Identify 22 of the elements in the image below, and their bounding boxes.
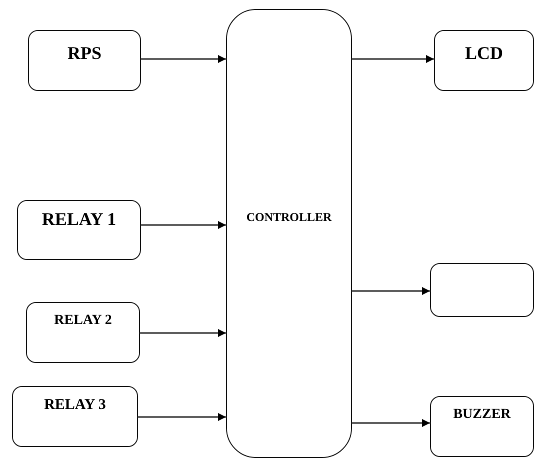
arrow [141, 55, 226, 63]
block-label: RELAY 1 [40, 209, 118, 230]
block-label: RPS [66, 43, 102, 64]
arrow [352, 55, 434, 63]
block-label: CONTROLLER [245, 210, 333, 225]
arrow [138, 413, 226, 421]
block-label: BUZZER [452, 407, 512, 423]
arrow [141, 221, 226, 229]
arrow [352, 419, 430, 427]
block-box [28, 30, 141, 91]
block-box [434, 30, 534, 91]
block-box [17, 200, 141, 260]
box-block [430, 263, 534, 317]
block-box [430, 396, 534, 457]
arrow [140, 329, 226, 337]
block-label: LCD [464, 43, 504, 64]
block-box [26, 302, 140, 363]
block-label: RELAY 3 [43, 397, 107, 414]
controller-box [226, 9, 352, 458]
arrow [352, 287, 430, 295]
block-label: RELAY 2 [53, 313, 113, 329]
block-box [12, 386, 138, 447]
